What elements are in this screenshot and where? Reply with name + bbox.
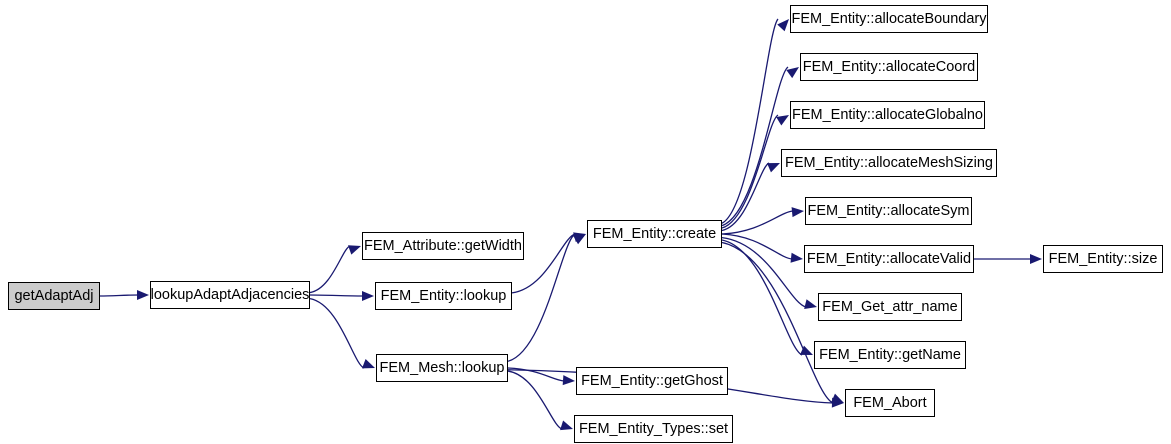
graph-node-lookupAdaptAdjacencies[interactable]: lookupAdaptAdjacencies [150,281,310,309]
edge-lookupAdaptAdjacencies-to-meshLookup [309,298,365,369]
graph-node-label: FEM_Entity::size [1048,250,1158,267]
graph-node-allocateMeshSizing[interactable]: FEM_Entity::allocateMeshSizing [781,149,997,177]
graph-node-label: FEM_Entity::getGhost [581,372,723,389]
edge-create-to-allocateGlobalno-arrowhead [776,115,789,126]
graph-node-allocateBoundary[interactable]: FEM_Entity::allocateBoundary [790,5,988,33]
graph-node-label: FEM_Entity::allocateBoundary [791,10,987,27]
edge-create-to-getName [721,239,803,356]
edge-create-to-allocateMeshSizing [721,162,770,232]
edge-getAdaptAdj-to-lookupAdaptAdjacencies [99,294,139,297]
edge-create-to-allocateBoundary [721,18,779,224]
graph-node-allocateValid[interactable]: FEM_Entity::allocateValid [804,245,974,273]
graph-node-typesSet[interactable]: FEM_Entity_Types::set [574,415,733,443]
edge-lookupAdaptAdjacencies-to-getWidth [309,245,351,294]
edge-create-to-allocateMeshSizing-arrowhead [767,163,780,173]
edge-lookupAdaptAdjacencies-to-meshLookup-arrowhead [362,359,375,369]
graph-node-label: FEM_Entity::allocateMeshSizing [785,154,993,171]
graph-node-label: FEM_Entity::allocateGlobalno [791,106,983,123]
edge-create-to-abort-arrowhead [831,393,844,403]
graph-node-allocateGlobalno[interactable]: FEM_Entity::allocateGlobalno [790,101,985,129]
graph-node-label: getAdaptAdj [14,287,94,304]
graph-node-label: lookupAdaptAdjacencies [150,286,310,303]
graph-node-allocateCoord[interactable]: FEM_Entity::allocateCoord [800,53,978,81]
edge-create-to-allocateBoundary-arrowhead [777,19,789,32]
graph-node-label: FEM_Entity::allocateCoord [802,58,976,75]
graph-node-label: FEM_Abort [853,394,927,411]
graph-node-entityLookup[interactable]: FEM_Entity::lookup [375,282,512,310]
edge-create-to-allocateValid-arrowhead [790,252,803,263]
graph-node-meshLookup[interactable]: FEM_Mesh::lookup [376,354,508,382]
edge-meshLookup-to-create [507,233,576,362]
graph-node-getGhost[interactable]: FEM_Entity::getGhost [576,367,728,395]
graph-node-create[interactable]: FEM_Entity::create [587,220,722,248]
edge-entityLookup-to-create [511,233,576,294]
edge-meshLookup-to-getGhost [507,367,565,382]
edge-create-to-allocateValid [721,233,793,260]
edge-create-to-getAttrName-arrowhead [804,299,817,309]
graph-node-getName[interactable]: FEM_Entity::getName [814,341,966,369]
graph-node-label: FEM_Entity::create [592,225,717,242]
graph-node-getAttrName[interactable]: FEM_Get_attr_name [818,293,962,321]
edge-create-to-allocateGlobalno [721,114,779,229]
edge-lookupAdaptAdjacencies-to-entityLookup-arrowhead [362,291,374,301]
edge-getAdaptAdj-to-lookupAdaptAdjacencies-arrowhead [137,290,149,300]
graph-node-label: FEM_Entity::allocateValid [806,250,972,267]
graph-node-label: FEM_Entity::lookup [380,287,507,304]
graph-node-size[interactable]: FEM_Entity::size [1043,245,1163,273]
edge-meshLookup-to-typesSet-arrowhead [560,420,573,431]
edge-create-to-getAttrName [721,237,807,308]
edge-create-to-allocateCoord-arrowhead [786,67,799,79]
graph-node-getAdaptAdj[interactable]: getAdaptAdj [8,282,100,310]
edge-meshLookup-to-getGhost-arrowhead [562,375,575,386]
graph-node-label: FEM_Entity::getName [819,346,961,363]
graph-node-getWidth[interactable]: FEM_Attribute::getWidth [362,232,524,260]
graph-node-label: FEM_Mesh::lookup [379,359,505,376]
edge-meshLookup-to-typesSet [507,370,563,430]
edge-create-to-allocateSym [721,210,794,235]
edge-lookupAdaptAdjacencies-to-entityLookup [309,294,364,297]
edge-lookupAdaptAdjacencies-to-getWidth-arrowhead [348,245,361,255]
graph-node-label: FEM_Get_attr_name [822,298,958,315]
edge-create-to-allocateCoord [721,66,789,227]
graph-node-label: FEM_Attribute::getWidth [364,237,522,254]
edge-allocateValid-to-size-arrowhead [1030,254,1042,264]
edge-create-to-allocateSym-arrowhead [791,207,804,218]
graph-node-label: FEM_Entity_Types::set [578,420,729,437]
graph-node-abort[interactable]: FEM_Abort [845,389,935,417]
graph-node-allocateSym[interactable]: FEM_Entity::allocateSym [805,197,972,225]
edge-create-to-abort [721,241,834,404]
graph-node-label: FEM_Entity::allocateSym [807,202,970,219]
edge-meshLookup-to-create-arrowhead [573,234,586,245]
